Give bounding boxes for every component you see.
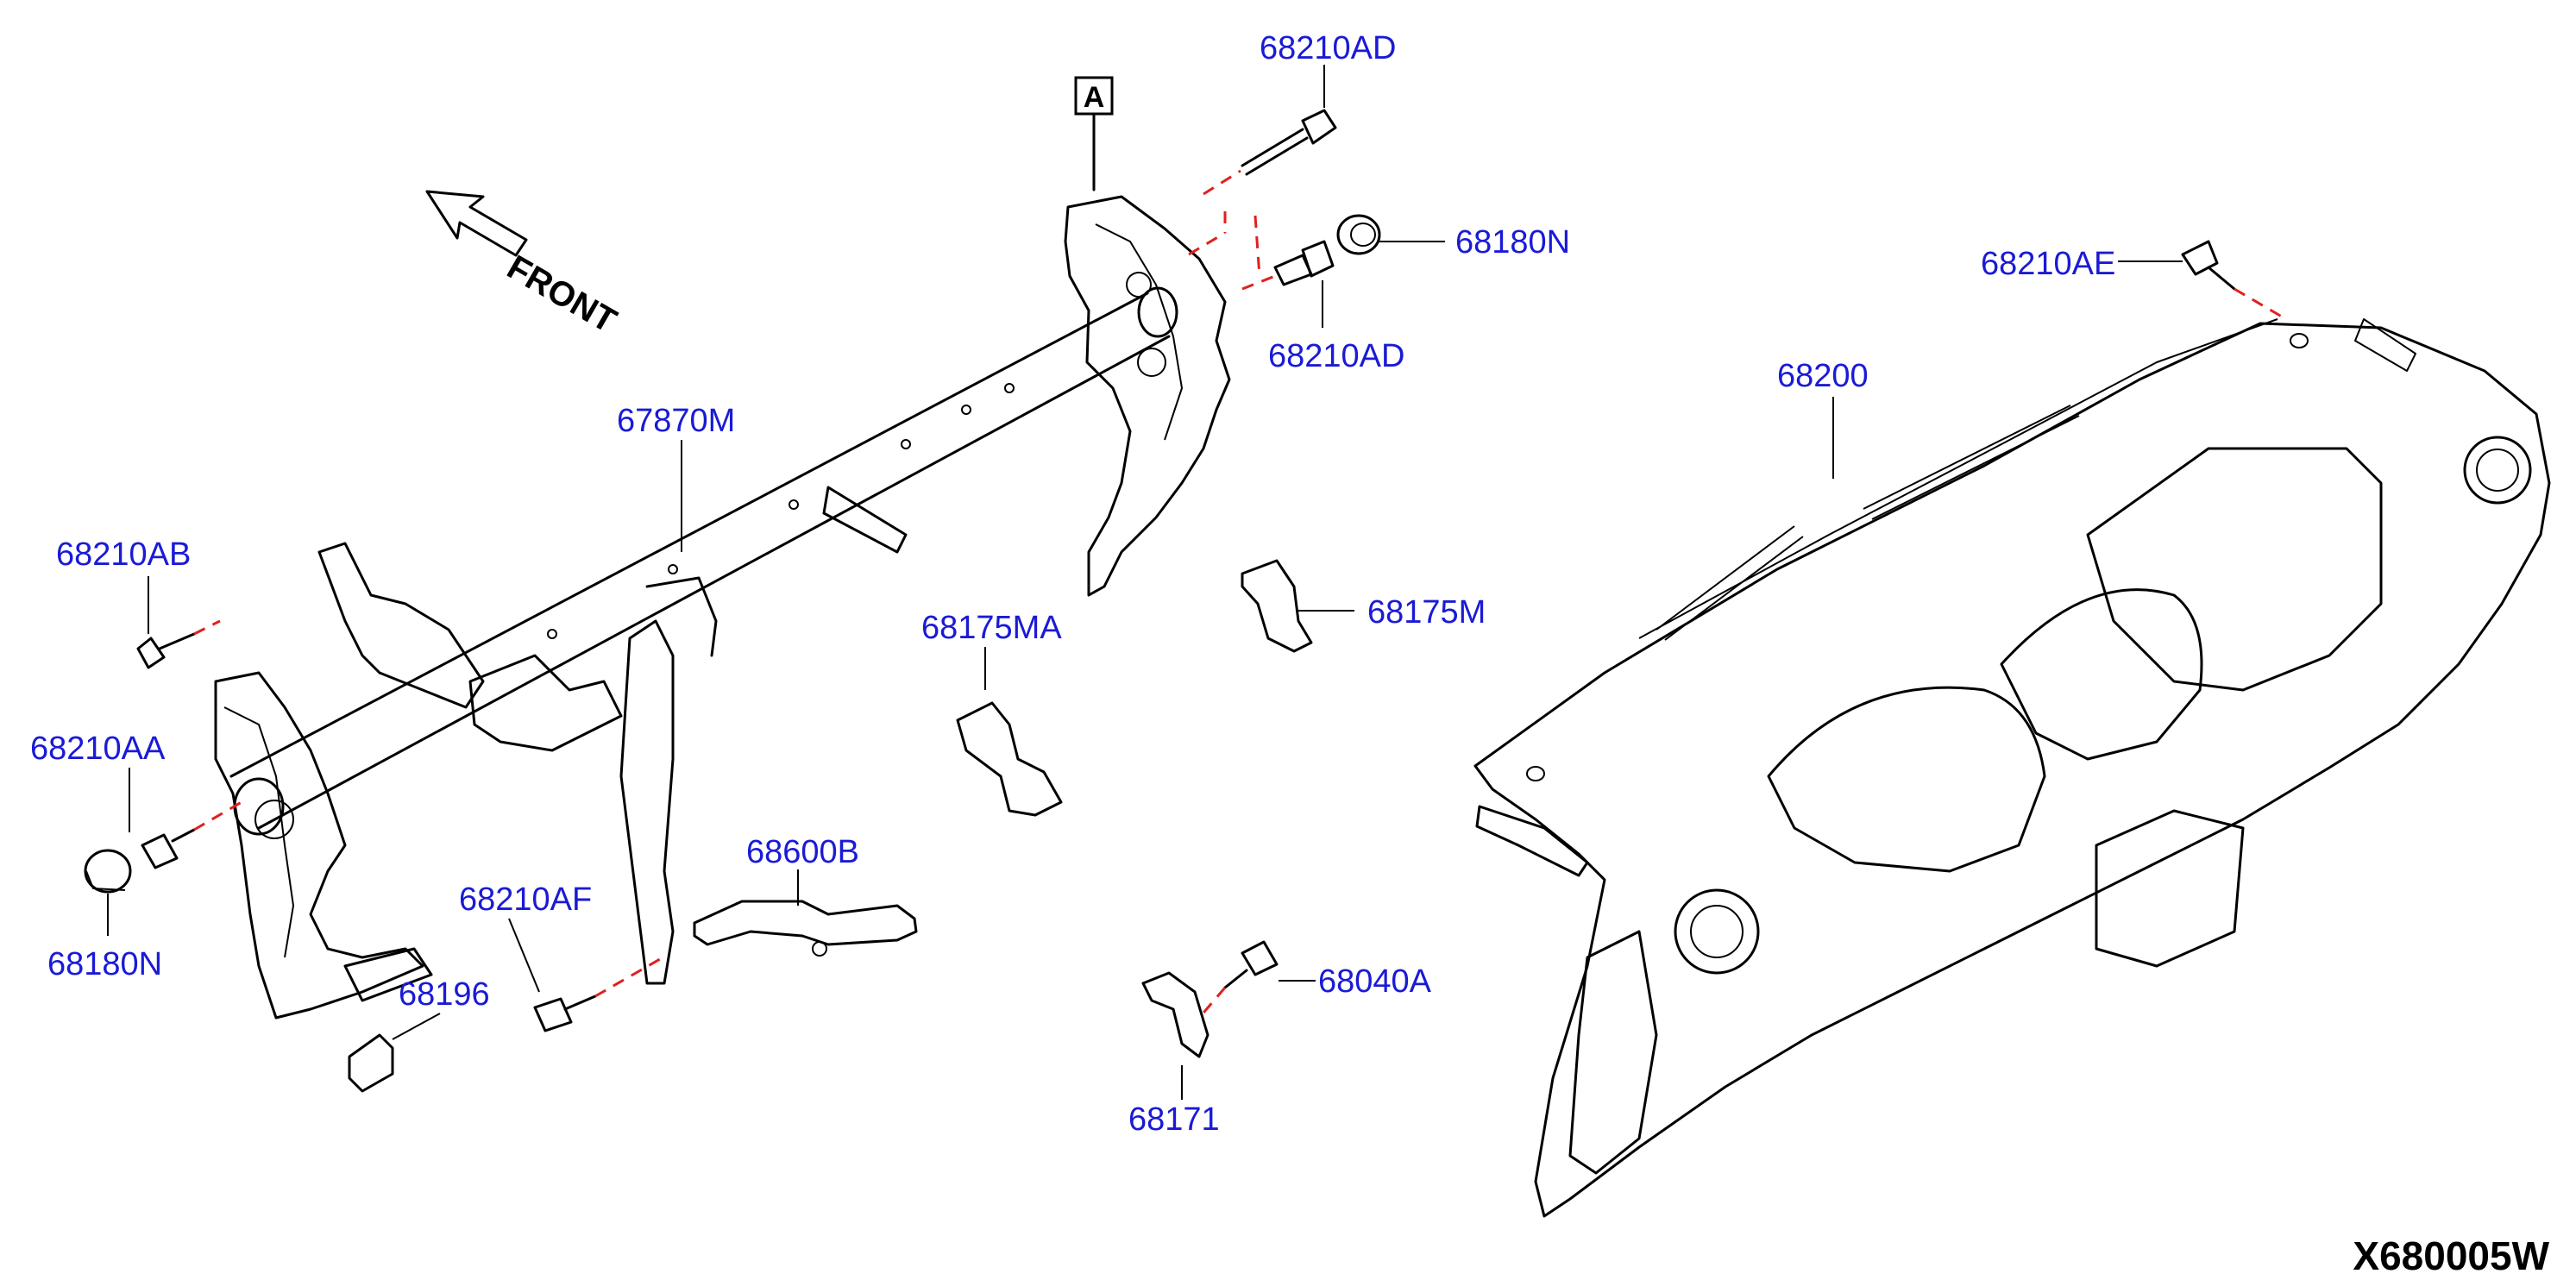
part-label-68210ae: 68210AE bbox=[1981, 246, 2115, 282]
bolt-68210ae-icon bbox=[2181, 240, 2236, 291]
part-label-68196: 68196 bbox=[399, 976, 490, 1013]
part-label-68210af: 68210AF bbox=[459, 882, 592, 918]
front-arrow-icon bbox=[425, 190, 528, 257]
part-label-67870m: 67870M bbox=[617, 403, 735, 439]
bolt-68040a-icon bbox=[1223, 940, 1279, 989]
bracket-68196-icon bbox=[348, 1033, 394, 1093]
bolt-68210ad-top-icon bbox=[1241, 109, 1337, 176]
part-label-68210ad-top: 68210AD bbox=[1260, 30, 1396, 66]
clip-68180n-bottom-icon bbox=[84, 849, 132, 894]
leader-lines bbox=[107, 65, 2183, 1100]
front-label: FRONT bbox=[501, 248, 623, 341]
bracket-68171-icon bbox=[1141, 971, 1209, 1058]
part-label-68180n-top: 68180N bbox=[1455, 224, 1570, 260]
part-label-68600b: 68600B bbox=[746, 834, 859, 870]
bracket-68175ma-icon bbox=[956, 701, 1063, 817]
bracket-68600b-icon bbox=[693, 900, 918, 957]
part-label-68175ma: 68175MA bbox=[921, 610, 1062, 646]
bolt-68210af-icon bbox=[533, 995, 597, 1032]
part-label-68180n-bottom: 68180N bbox=[47, 946, 162, 982]
bolt-68210ad-mid-icon bbox=[1273, 240, 1335, 286]
clip-68180n-top-icon bbox=[1336, 214, 1381, 255]
instrument-panel-drawing bbox=[1473, 318, 2551, 1218]
part-label-68210aa: 68210AA bbox=[30, 731, 166, 767]
part-label-68040a: 68040A bbox=[1318, 963, 1432, 1000]
part-label-68200: 68200 bbox=[1777, 358, 1869, 394]
view-marker-box: A bbox=[1074, 76, 1114, 191]
bolt-68210ab-icon bbox=[136, 632, 196, 669]
view-marker-label: A bbox=[1084, 81, 1105, 114]
diagram-code: X680005W bbox=[2353, 1233, 2549, 1278]
steering-member-drawing bbox=[214, 195, 1231, 1020]
bolt-68210aa-icon bbox=[141, 828, 196, 869]
part-label-68175m: 68175M bbox=[1367, 594, 1486, 631]
part-label-68210ad-mid: 68210AD bbox=[1268, 338, 1404, 374]
bracket-68175m-icon bbox=[1241, 559, 1313, 653]
part-label-68210ab: 68210AB bbox=[56, 536, 191, 573]
part-label-68171: 68171 bbox=[1128, 1101, 1220, 1138]
